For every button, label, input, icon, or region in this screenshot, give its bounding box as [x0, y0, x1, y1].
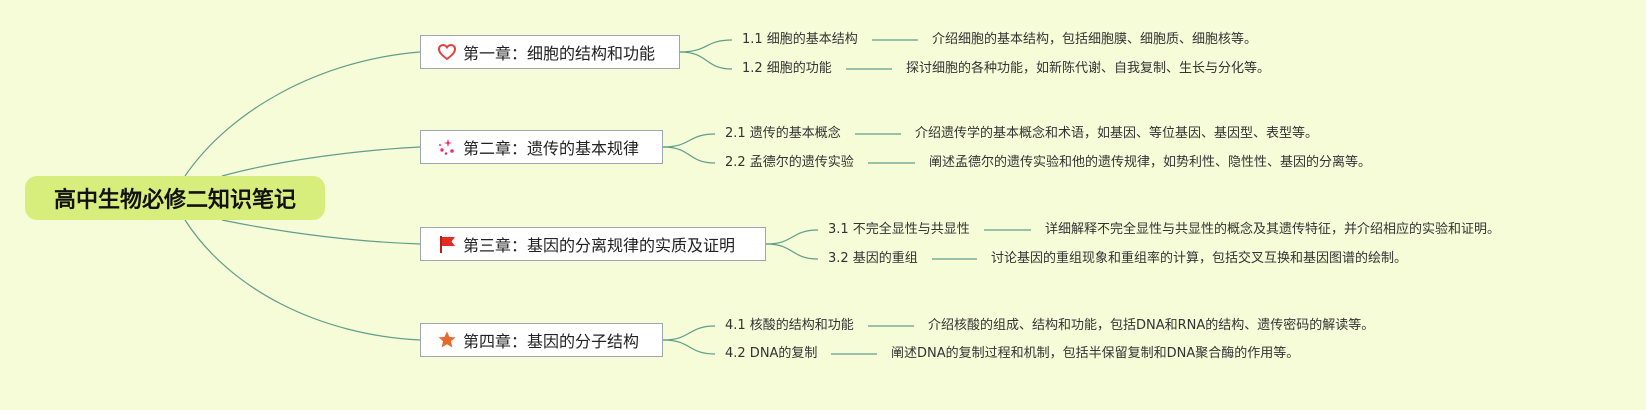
connector-root-chapter-2 [221, 146, 421, 177]
section-1-2-description[interactable]: 探讨细胞的各种功能，如新陈代谢、自我复制、生长与分化等。 [906, 61, 1271, 76]
chapter-2-node[interactable]: 第二章：遗传的基本规律 [420, 130, 663, 164]
section-4-2-description[interactable]: 阐述DNA的复制过程和机制，包括半保留复制和DNA聚合酶的作用等。 [891, 346, 1300, 361]
heart-icon [437, 42, 457, 62]
connector-chapter-1-section-2 [679, 51, 733, 70]
chapter-title: 第三章：基因的分离规律的实质及证明 [463, 236, 736, 255]
chapter-title: 第四章：基因的分子结构 [463, 332, 640, 351]
section-1-1[interactable]: 1.1 细胞的基本结构 [742, 32, 858, 47]
connector-chapter-1-section-1 [679, 39, 733, 53]
section-4-1[interactable]: 4.1 核酸的结构和功能 [725, 318, 854, 333]
flag-icon [437, 234, 457, 254]
chapter-title: 第二章：遗传的基本规律 [463, 139, 640, 158]
connector-chapter-4-section-1 [662, 325, 716, 341]
section-3-1-description[interactable]: 详细解释不完全显性与共显性的概念及其遗传特征，并介绍相应的实验和证明。 [1045, 222, 1501, 237]
connector-chapter-4-section-2 [662, 339, 716, 355]
star-icon [437, 330, 457, 350]
connector-chapter-2-section-1 [662, 133, 716, 148]
connector-root-chapter-4 [184, 219, 421, 341]
connector-chapter-2-section-2 [662, 146, 716, 164]
connector-root-chapter-1 [184, 51, 421, 177]
section-2-2-description[interactable]: 阐述孟德尔的遗传实验和他的遗传规律，如势利性、隐性性、基因的分离等。 [929, 155, 1372, 170]
section-4-2[interactable]: 4.2 DNA的复制 [725, 346, 818, 361]
connector-chapter-3-section-1 [765, 229, 819, 245]
chapter-3-node[interactable]: 第三章：基因的分离规律的实质及证明 [420, 227, 766, 261]
section-2-1[interactable]: 2.1 遗传的基本概念 [725, 126, 841, 141]
section-3-2-description[interactable]: 讨论基因的重组现象和重组率的计算，包括交叉互换和基因图谱的绘制。 [991, 251, 1408, 266]
sparkle-icon [437, 137, 457, 157]
section-3-2[interactable]: 3.2 基因的重组 [828, 251, 918, 266]
connector-root-chapter-3 [221, 219, 421, 245]
section-4-1-description[interactable]: 介绍核酸的组成、结构和功能，包括DNA和RNA的结构、遗传密码的解读等。 [928, 318, 1375, 333]
section-1-1-description[interactable]: 介绍细胞的基本结构，包括细胞膜、细胞质、细胞核等。 [932, 32, 1258, 47]
section-2-1-description[interactable]: 介绍遗传学的基本概念和术语，如基因、等位基因、基因型、表型等。 [915, 126, 1319, 141]
chapter-1-node[interactable]: 第一章：细胞的结构和功能 [420, 35, 680, 69]
chapter-title: 第一章：细胞的结构和功能 [463, 44, 656, 63]
section-3-1[interactable]: 3.1 不完全显性与共显性 [828, 222, 970, 237]
connector-chapter-3-section-2 [765, 243, 819, 260]
root-topic[interactable]: 高中生物必修二知识笔记 [25, 176, 325, 220]
chapter-4-node[interactable]: 第四章：基因的分子结构 [420, 323, 663, 357]
section-2-2[interactable]: 2.2 孟德尔的遗传实验 [725, 155, 854, 170]
section-1-2[interactable]: 1.2 细胞的功能 [742, 61, 832, 76]
